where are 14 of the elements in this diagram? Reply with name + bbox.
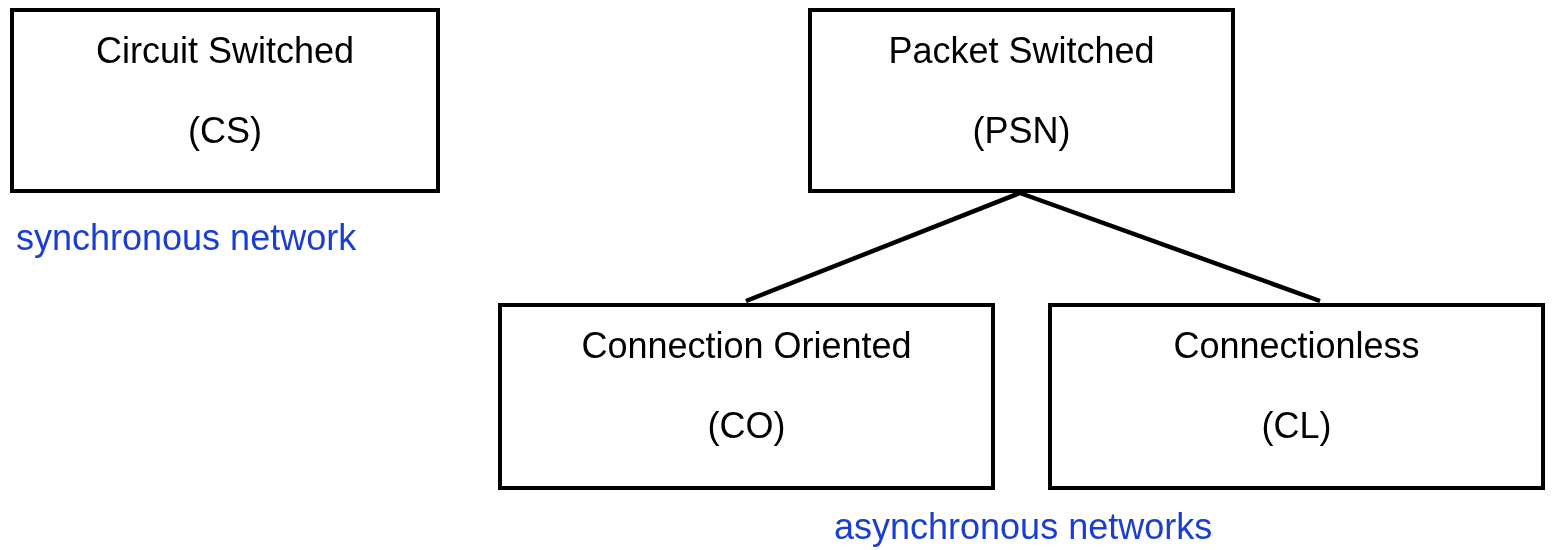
box-title: Connectionless <box>1173 325 1420 367</box>
network-type-caption: synchronous network <box>16 217 357 259</box>
box-abbreviation: (PSN) <box>972 110 1071 152</box>
process-box <box>808 8 1235 193</box>
box-abbreviation: (CL) <box>1261 405 1332 447</box>
box-abbreviation: (CO) <box>707 405 786 447</box>
process-box <box>10 8 440 193</box>
network-type-caption: asynchronous networks <box>834 506 1213 548</box>
box-title: Connection Oriented <box>581 325 912 367</box>
process-box <box>1048 303 1545 490</box>
process-box <box>498 303 995 490</box>
box-title: Packet Switched <box>888 30 1155 72</box>
box-title: Circuit Switched <box>95 30 355 72</box>
box-abbreviation: (CS) <box>188 110 262 152</box>
